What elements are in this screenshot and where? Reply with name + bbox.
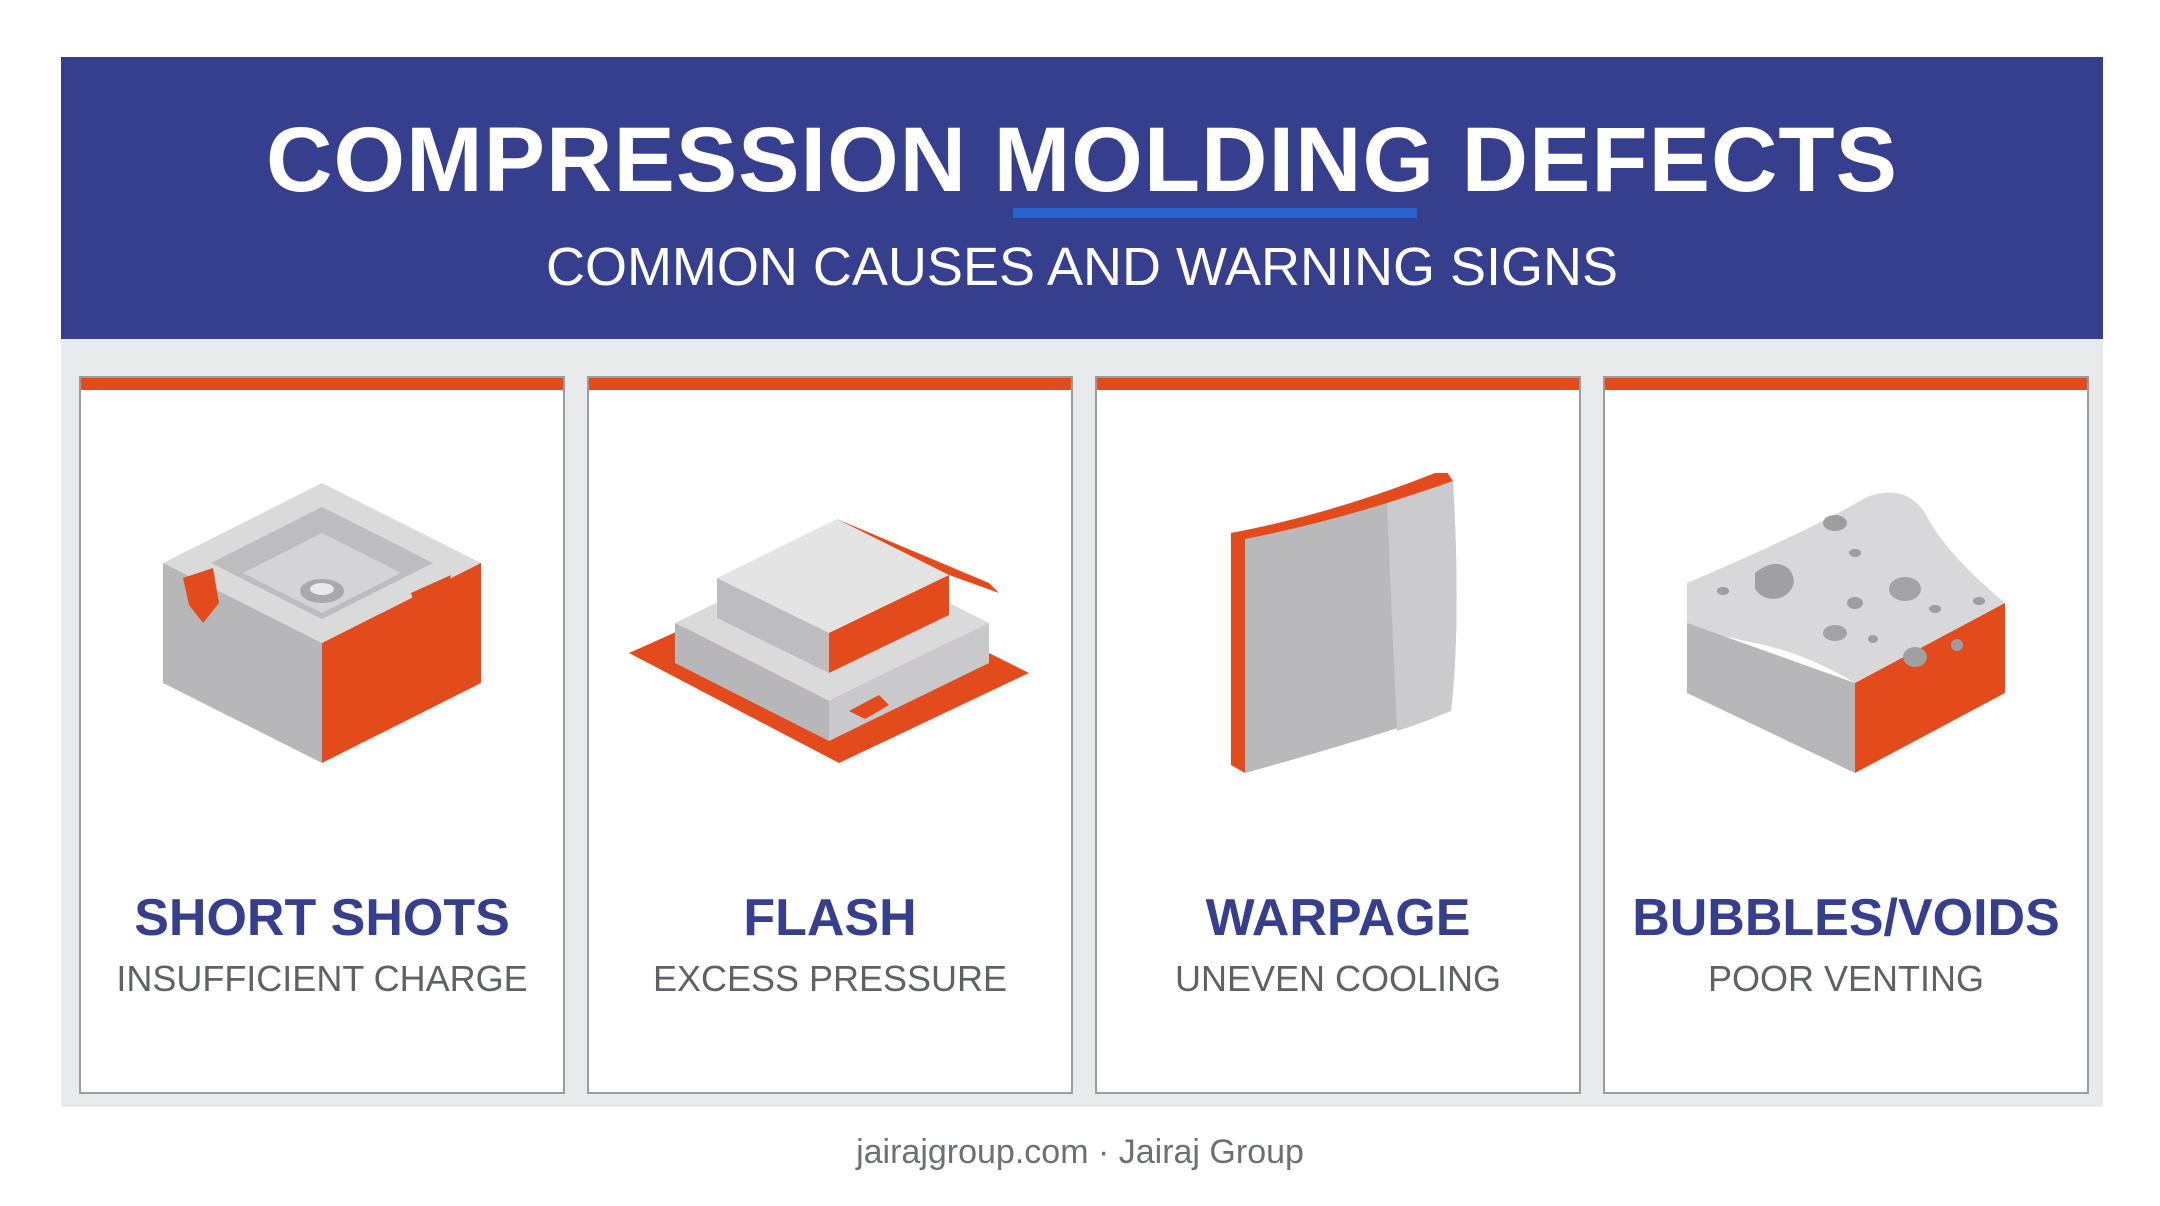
porous-block-icon xyxy=(1687,492,2005,773)
defects-panel: SHORT SHOTS INSUFFICIENT CHARGE FLASH EX… xyxy=(61,339,2103,1107)
defect-cause: POOR VENTING xyxy=(1707,958,1985,999)
card-accent-bar xyxy=(589,378,1071,390)
page-subtitle: COMMON CAUSES AND WARNING SIGNS xyxy=(545,237,1619,297)
warped-panel-icon xyxy=(1231,473,1457,773)
incomplete-part-icon xyxy=(163,483,481,763)
defect-title: FLASH xyxy=(743,889,917,947)
defect-card-short-shots: SHORT SHOTS INSUFFICIENT CHARGE xyxy=(79,376,565,1094)
title-underline xyxy=(1013,208,1417,218)
defect-cause: UNEVEN COOLING xyxy=(1174,958,1502,999)
defect-card-warpage: WARPAGE UNEVEN COOLING xyxy=(1095,376,1581,1094)
defect-card-flash: FLASH EXCESS PRESSURE xyxy=(587,376,1073,1094)
flash-edge-icon xyxy=(629,519,1029,763)
defect-cause: INSUFFICIENT CHARGE xyxy=(116,958,528,999)
defect-title: BUBBLES/VOIDS xyxy=(1632,889,2060,947)
header-banner: COMPRESSION MOLDING DEFECTS COMMON CAUSE… xyxy=(61,57,2103,339)
footer-credit: jairajgroup.com · Jairaj Group xyxy=(856,1133,1304,1171)
defect-card-bubbles-voids: BUBBLES/VOIDS POOR VENTING xyxy=(1603,376,2089,1094)
card-accent-bar xyxy=(1097,378,1579,390)
page-title: COMPRESSION MOLDING DEFECTS xyxy=(266,109,1898,211)
defect-cause: EXCESS PRESSURE xyxy=(652,958,1008,999)
defect-title: SHORT SHOTS xyxy=(134,889,510,947)
defect-title: WARPAGE xyxy=(1205,889,1471,947)
card-accent-bar xyxy=(1605,378,2087,390)
card-accent-bar xyxy=(81,378,563,390)
